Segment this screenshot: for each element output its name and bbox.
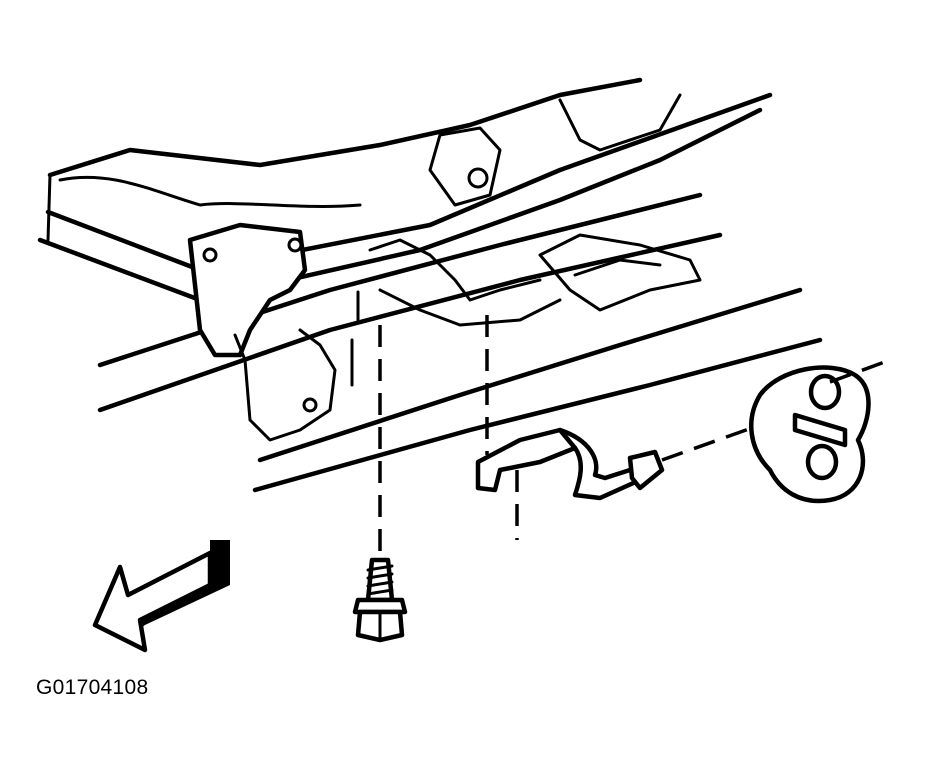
rubber-insulator [749,358,891,504]
direction-arrow [92,540,230,653]
exhaust-hanger-bracket [475,315,761,540]
crossmember [187,222,702,442]
bolt [350,290,408,643]
frame-rail [37,77,823,493]
figure-id-label: G01704108 [36,676,149,699]
